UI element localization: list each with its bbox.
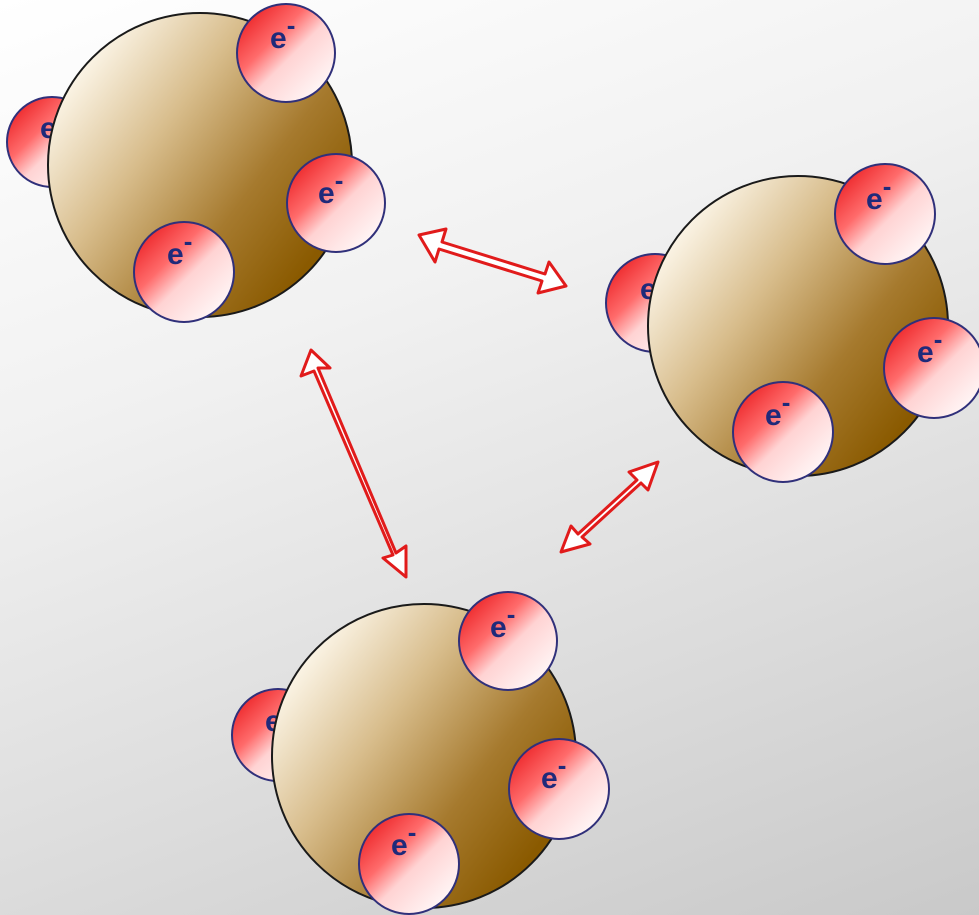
electron-label: e <box>490 611 507 644</box>
atom-top-left: e- e- e- e- <box>7 4 385 322</box>
electron: e- <box>835 164 935 264</box>
electron-charge: - <box>507 599 516 629</box>
double-arrow-left-bottom <box>301 350 406 577</box>
electron-charge: - <box>558 750 567 780</box>
electron-label: e <box>866 183 883 216</box>
double-arrow-top-right <box>419 229 566 293</box>
electron-label: e <box>917 336 934 369</box>
electron-label: e <box>541 762 558 795</box>
electron-label: e <box>318 177 335 210</box>
electron: e- <box>733 382 833 482</box>
electron-charge: - <box>408 817 417 847</box>
electron-charge: - <box>287 10 296 40</box>
atom-bottom: e- e- e- e- <box>232 592 609 914</box>
electron-label: e <box>270 22 287 55</box>
electron-charge: - <box>184 226 193 256</box>
electron: e- <box>459 592 557 690</box>
electron: e- <box>359 814 459 914</box>
electron-label: e <box>391 829 408 862</box>
electron: e- <box>884 318 979 418</box>
double-arrow-bottom-right <box>561 462 658 552</box>
electron-charge: - <box>782 387 791 417</box>
electron-charge: - <box>883 171 892 201</box>
electron: e- <box>237 4 335 102</box>
electron: e- <box>509 739 609 839</box>
electron: e- <box>287 154 385 252</box>
electron-label: e <box>765 399 782 432</box>
electron-label: e <box>167 238 184 271</box>
electron-charge: - <box>335 165 344 195</box>
electron: e- <box>134 222 234 322</box>
atom-right: e- e- e- e- <box>606 164 979 482</box>
electron-charge: - <box>934 324 943 354</box>
